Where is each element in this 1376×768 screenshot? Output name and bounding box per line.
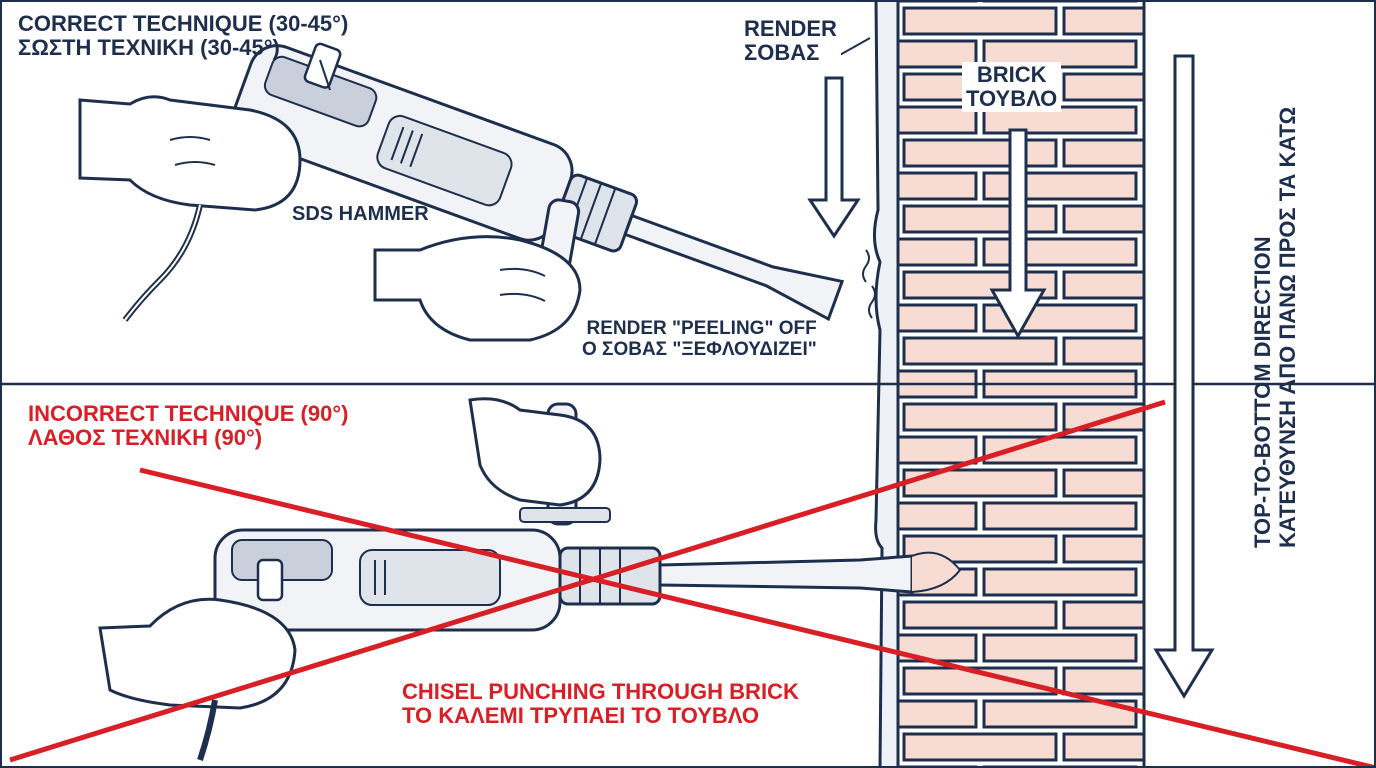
wrong-cross xyxy=(9,399,1376,768)
punch-label-en: CHISEL PUNCHING THROUGH BRICK xyxy=(402,679,799,704)
direction-arrow xyxy=(1153,54,1215,699)
direction-label: TOP-TO-BOTTOM DIRECTION ΚΑΤΕΥΘΥΝΣΗ ΑΠΟ Π… xyxy=(1250,107,1301,548)
glove-rear-hand xyxy=(78,95,302,212)
direction-label-en: TOP-TO-BOTTOM DIRECTION xyxy=(1250,236,1275,548)
correct-title-en: CORRECT TECHNIQUE (30-45°) xyxy=(18,11,349,36)
peeling-label: RENDER "PEELING" OFF Ο ΣΟΒΑΣ "ΞΕΦΛΟΥΔΙΖΕ… xyxy=(578,318,821,362)
down-arrow-render xyxy=(807,76,861,239)
correct-title-el: ΣΩΣΤΗ ΤΕΧΝΙΚΗ (30-45°) xyxy=(18,34,280,60)
glove-front-hand xyxy=(373,235,582,342)
glove-top-hand xyxy=(468,397,602,507)
incorrect-technique-title: INCORRECT TECHNIQUE (90°) ΛΑΘΟΣ ΤΕΧΝΙΚΗ … xyxy=(28,402,348,450)
brick-label-el: ΤΟΥΒΛΟ xyxy=(966,85,1058,111)
incorrect-title-el: ΛΑΘΟΣ ΤΕΧΝΙΚΗ (90°) xyxy=(28,424,263,450)
render-label: RENDER ΣΟΒΑΣ xyxy=(740,16,841,66)
brick-label: BRICK ΤΟΥΒΛΟ xyxy=(962,62,1062,112)
punch-label-el: ΤΟ ΚΑΛΕΜΙ ΤΡΥΠΑΕΙ ΤΟ ΤΟΥΒΛΟ xyxy=(402,702,759,728)
direction-label-el: ΚΑΤΕΥΘΥΝΣΗ ΑΠΟ ΠΑΝΩ ΠΡΟΣ ΤΑ ΚΑΤΩ xyxy=(1275,106,1301,548)
render-label-en: RENDER xyxy=(744,16,837,41)
render-label-el: ΣΟΒΑΣ xyxy=(744,39,820,65)
render-leader xyxy=(837,37,871,57)
correct-technique-title: CORRECT TECHNIQUE (30-45°) ΣΩΣΤΗ ΤΕΧΝΙΚΗ… xyxy=(18,12,348,60)
peeling-label-el: Ο ΣΟΒΑΣ "ΞΕΦΛΟΥΔΙΖΕΙ" xyxy=(582,338,817,360)
brick-label-en: BRICK xyxy=(976,62,1047,87)
sds-hammer-label: SDS HAMMER xyxy=(292,203,429,225)
peeling-label-en: RENDER "PEELING" OFF xyxy=(586,318,817,339)
chisel-punch-label: CHISEL PUNCHING THROUGH BRICK ΤΟ ΚΑΛΕΜΙ … xyxy=(402,680,799,728)
down-arrow-brick xyxy=(989,128,1047,340)
power-cord-bottom xyxy=(197,699,218,761)
incorrect-title-en: INCORRECT TECHNIQUE (90°) xyxy=(28,401,349,426)
glove-grip-hand xyxy=(98,597,297,710)
